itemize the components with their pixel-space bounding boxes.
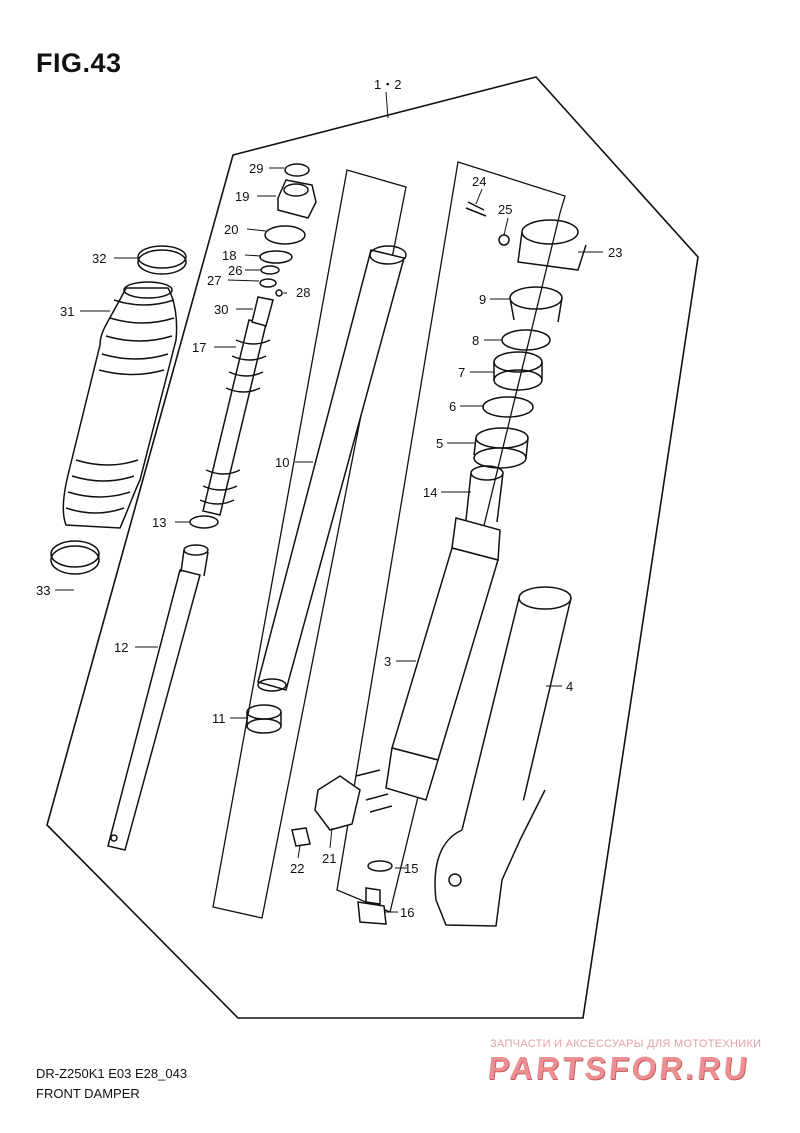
assembly-boundary bbox=[46, 76, 699, 1019]
diagram-caption: FRONT DAMPER bbox=[36, 1086, 140, 1101]
callout-29: 29 bbox=[249, 161, 263, 176]
callout-15: 15 bbox=[404, 861, 418, 876]
assembly-label: 1・2 bbox=[374, 77, 401, 92]
fork-clamp bbox=[465, 201, 587, 271]
callout-30: 30 bbox=[214, 302, 228, 317]
inner-tube bbox=[451, 465, 504, 561]
callout-31: 31 bbox=[60, 304, 74, 319]
callout-16: 16 bbox=[400, 905, 414, 920]
adjuster-30 bbox=[251, 296, 274, 327]
o-ring-20 bbox=[264, 225, 306, 245]
callout-21: 21 bbox=[322, 851, 336, 866]
spring-long bbox=[257, 245, 407, 692]
inner-box-10 bbox=[212, 169, 407, 919]
lower-fittings bbox=[291, 769, 393, 925]
callout-6: 6 bbox=[449, 399, 456, 414]
guide-bushing bbox=[246, 704, 282, 734]
cap-bolt-19 bbox=[277, 179, 317, 219]
callout-28: 28 bbox=[296, 285, 310, 300]
bushing-5 bbox=[475, 427, 529, 449]
callout-14: 14 bbox=[423, 485, 437, 500]
ball-28 bbox=[275, 289, 283, 297]
callout-5: 5 bbox=[436, 436, 443, 451]
washer-26 bbox=[260, 265, 280, 275]
callout-10: 10 bbox=[275, 455, 289, 470]
callout-3: 3 bbox=[384, 654, 391, 669]
callout-19: 19 bbox=[235, 189, 249, 204]
leader-lines bbox=[55, 167, 603, 913]
callout-12: 12 bbox=[114, 640, 128, 655]
callout-17: 17 bbox=[192, 340, 206, 355]
o-ring-29 bbox=[284, 163, 310, 177]
washer-18 bbox=[259, 250, 293, 264]
fork-boot bbox=[62, 281, 178, 529]
fork-spring bbox=[199, 319, 271, 516]
callout-20: 20 bbox=[224, 222, 238, 237]
callout-13: 13 bbox=[152, 515, 166, 530]
callout-32: 32 bbox=[92, 251, 106, 266]
callout-9: 9 bbox=[479, 292, 486, 307]
callout-11: 11 bbox=[212, 711, 226, 726]
bolt-24 bbox=[465, 201, 487, 217]
ring-13 bbox=[189, 515, 219, 529]
cap-21 bbox=[314, 775, 361, 831]
callout-24: 24 bbox=[472, 174, 486, 189]
clip-27 bbox=[259, 278, 277, 288]
callout-27: 27 bbox=[207, 273, 221, 288]
watermark-tagline: ЗАПЧАСТИ И АКСЕССУАРЫ ДЛЯ МОТОТЕХНИКИ bbox=[490, 1038, 762, 1050]
callout-numbers: 29 19 20 18 26 27 28 30 17 32 31 13 33 1… bbox=[36, 161, 622, 920]
callout-22: 22 bbox=[290, 861, 304, 876]
callout-4: 4 bbox=[566, 679, 573, 694]
callout-26: 26 bbox=[228, 263, 242, 278]
lower-boot-clamp bbox=[50, 540, 100, 575]
dust-seal-9 bbox=[509, 286, 563, 310]
oil-seal-7 bbox=[493, 351, 543, 373]
bolt-22 bbox=[291, 827, 311, 847]
stopper-ring-8 bbox=[501, 329, 551, 351]
model-code: DR-Z250K1 E03 E28_043 bbox=[36, 1066, 188, 1081]
washer-15 bbox=[367, 860, 393, 872]
drain-plug-16 bbox=[357, 901, 387, 925]
washer-6 bbox=[482, 396, 534, 418]
callout-18: 18 bbox=[222, 248, 236, 263]
upper-boot-clamp bbox=[137, 245, 187, 275]
top-parts-stack bbox=[251, 163, 317, 327]
seal-stack bbox=[473, 286, 563, 469]
callout-25: 25 bbox=[498, 202, 512, 217]
callout-7: 7 bbox=[458, 365, 465, 380]
callout-8: 8 bbox=[472, 333, 479, 348]
fork-leg bbox=[434, 586, 572, 927]
callout-33: 33 bbox=[36, 583, 50, 598]
outer-tube bbox=[385, 547, 499, 801]
callout-23: 23 bbox=[608, 245, 622, 260]
watermark-logo[interactable]: PARTSFOR.RU bbox=[486, 1050, 752, 1086]
damper-tube bbox=[107, 544, 209, 851]
washer-25 bbox=[498, 234, 510, 246]
figure-title: FIG.43 bbox=[36, 48, 122, 78]
